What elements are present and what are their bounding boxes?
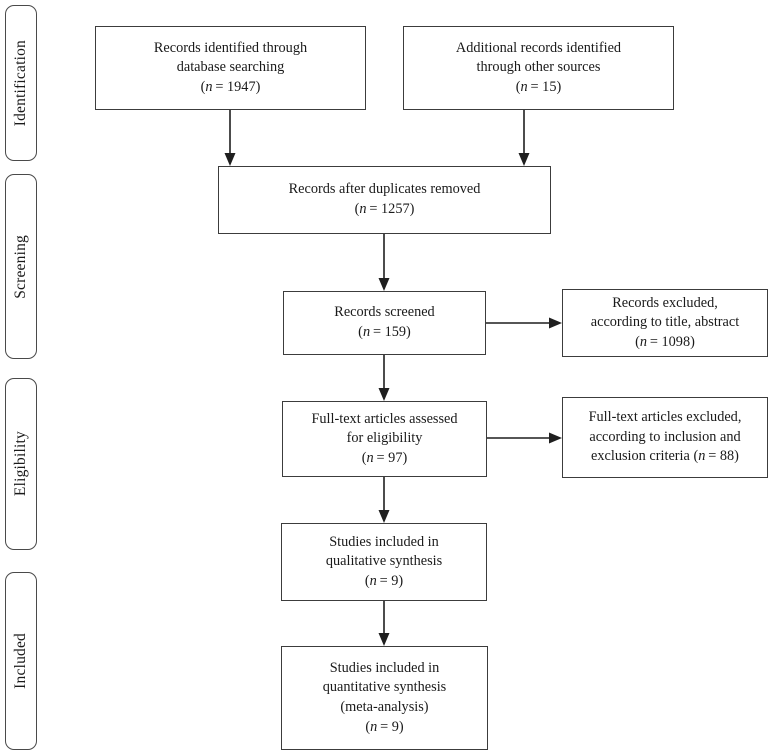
stage-label-eligibility: Eligibility bbox=[12, 431, 29, 497]
stage-pill-included: Included bbox=[5, 572, 37, 750]
arrow-additional-to-duplicates bbox=[518, 110, 530, 166]
arrow-screened-to-fulltext bbox=[378, 355, 390, 401]
stage-pill-eligibility: Eligibility bbox=[5, 378, 37, 550]
box-records-excluded-text: Records excluded,according to title, abs… bbox=[590, 294, 740, 350]
box-records-excluded: Records excluded,according to title, abs… bbox=[562, 289, 768, 357]
stage-label-identification: Identification bbox=[12, 39, 29, 127]
box-full-text-excluded-text: Full-text articles excluded,according to… bbox=[588, 409, 742, 465]
arrow-screened-to-excluded bbox=[485, 317, 562, 329]
box-records-screened-text: Records screened(n = 159) bbox=[334, 304, 435, 340]
arrow-fulltext-to-qualitative bbox=[378, 477, 390, 523]
stage-pill-identification: Identification bbox=[5, 5, 37, 161]
arrow-qualitative-to-quantitative bbox=[378, 601, 390, 646]
stage-pill-screening: Screening bbox=[5, 174, 37, 359]
arrow-duplicates-to-screened bbox=[378, 233, 390, 291]
stage-label-included: Included bbox=[12, 633, 29, 689]
box-records-after-duplicates-removed: Records after duplicates removed(n = 125… bbox=[218, 166, 551, 234]
box-records-after-duplicates-removed-text: Records after duplicates removed(n = 125… bbox=[288, 181, 481, 217]
box-full-text-excluded: Full-text articles excluded,according to… bbox=[562, 397, 768, 478]
stage-label-screening: Screening bbox=[12, 234, 29, 299]
arrow-identified-to-duplicates bbox=[224, 110, 236, 166]
arrow-fulltext-to-excluded bbox=[487, 432, 562, 444]
box-records-screened: Records screened(n = 159) bbox=[283, 291, 486, 355]
